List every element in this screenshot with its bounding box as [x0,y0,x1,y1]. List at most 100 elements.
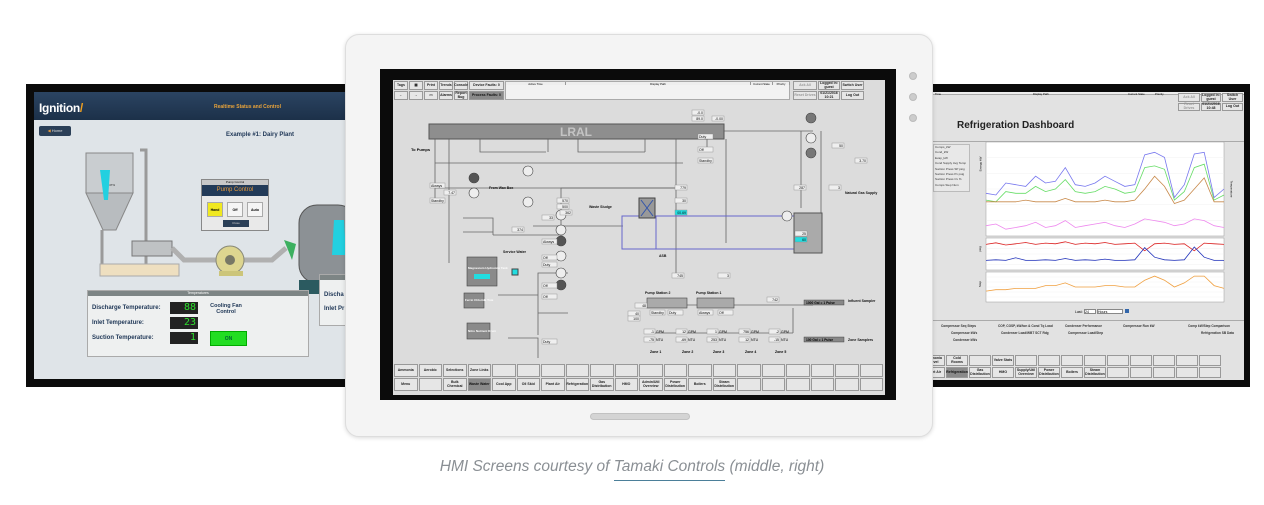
switch-user-button[interactable]: Switch User [841,81,864,90]
mode-box[interactable] [649,309,666,316]
tab-gas-distribution[interactable]: Gas Distribution [969,367,991,378]
mode-box[interactable] [697,146,714,153]
log-out-button[interactable]: Log Out [841,91,864,100]
switch-user-button[interactable]: Switch User [1222,93,1243,102]
tab-empty[interactable] [639,364,663,377]
mode-box[interactable] [429,182,446,189]
tab-empty[interactable] [1015,355,1037,366]
tab-empty[interactable] [737,378,761,391]
tags-button[interactable]: Tags [394,81,408,90]
tab-empty[interactable] [541,364,565,377]
tab-empty[interactable] [1153,355,1175,366]
tab-empty[interactable] [565,364,589,377]
trends-button[interactable]: Trends [439,81,453,90]
tab-cool-app[interactable]: Cool App [492,378,516,391]
tab-empty[interactable] [761,364,785,377]
tab-empty[interactable] [688,364,712,377]
tab-empty[interactable] [663,364,687,377]
report-link[interactable]: COP, COSP, kW/ton & Cond Tq Load [998,324,1053,328]
tab-empty[interactable] [516,364,540,377]
off-button[interactable]: Off [227,202,243,217]
tab-empty[interactable] [1153,367,1175,378]
mode-box[interactable] [541,282,558,289]
alarms-button[interactable]: Alarms [439,91,453,100]
tab-power-distribution[interactable]: Power Distribution [663,378,687,391]
mode-box[interactable] [697,133,714,140]
forward-arrow-button[interactable]: → [409,91,423,100]
tab-plant-air[interactable]: Plant Air [541,378,565,391]
tab-supply-util-overview[interactable]: Supply/Util Overview [1015,367,1037,378]
tab-steam-distribution[interactable]: Steam Distribution [1084,367,1106,378]
legend-item[interactable]: Comps Step Num [935,182,959,187]
tab-empty[interactable] [614,364,638,377]
tab-empty[interactable] [859,378,883,391]
legend-item[interactable]: Cond_kW [935,150,949,155]
tab-empty[interactable] [737,364,761,377]
tab-cold-rooms[interactable]: Cold Rooms [946,355,968,366]
mode-box[interactable] [541,238,558,245]
cooling-fan-toggle[interactable]: ON [210,331,247,346]
calculator-icon[interactable]: ▦ [409,81,423,90]
console-button[interactable]: Console [454,81,468,90]
process-faults-button[interactable]: Process Faults: 0 [469,91,504,100]
report-link[interactable]: Compressor kWs [951,331,978,335]
report-link[interactable]: Comp kW/Step Comparison [1188,324,1230,328]
legend-item[interactable]: Suction Press Pv psig [935,172,965,177]
mode-box[interactable] [541,338,558,345]
ack-all-button[interactable]: Ack All [793,81,817,90]
time-unit-dropdown[interactable]: Hours [1097,309,1123,314]
screen-icon[interactable]: ▭ [424,91,438,100]
tab-selections[interactable]: Selections [443,364,467,377]
tab-power-distribution[interactable]: Power Distribution [1038,367,1060,378]
legend-item[interactable]: Cond Supply Avg Temp [935,161,967,166]
back-arrow-button[interactable]: ← [394,91,408,100]
report-link[interactable]: Condenser kWs [953,338,978,342]
tab-empty[interactable] [786,378,810,391]
tab-bulk-chemical[interactable]: Bulk Chemical [443,378,467,391]
auto-button[interactable]: Auto [247,202,263,217]
mode-box[interactable] [667,309,684,316]
mode-box[interactable] [697,157,714,164]
hand-button[interactable]: Hand [207,202,223,217]
legend-item[interactable]: Comps_kW [935,145,951,149]
tab-refrigeration[interactable]: Refrigeration [565,378,589,391]
tab-empty[interactable] [810,378,834,391]
tab-steam-distribution[interactable]: Steam Distribution [712,378,736,391]
tab-admin-util-overview[interactable]: Admin/Util Overview [639,378,663,391]
report-link[interactable]: Compressor Seq Steps [941,324,977,328]
tab-gas-distribution[interactable]: Gas Distribution [590,378,614,391]
close-button[interactable]: Close [223,220,249,227]
tab-valve-stats[interactable]: Valve Stats [992,355,1014,366]
tab-empty[interactable] [1176,367,1198,378]
report-link[interactable]: Compressor Run kW [1123,324,1155,328]
last-value-spinner[interactable]: 24 [1084,309,1096,314]
tab-empty[interactable] [492,364,516,377]
tab-empty[interactable] [1130,367,1152,378]
reset-drives-button[interactable]: Reset Drives [793,91,817,100]
tab-empty[interactable] [835,364,859,377]
tab-empty[interactable] [1038,355,1060,366]
mode-box[interactable] [717,309,734,316]
tab-empty[interactable] [1199,367,1221,378]
mode-box[interactable] [541,261,558,268]
tab-empty[interactable] [418,378,442,391]
report-link[interactable]: Condenser Performance [1065,324,1103,328]
tab-empty[interactable] [1199,355,1221,366]
report-link[interactable]: Condenser Load/WBT SCT Rdg [1001,331,1049,335]
ack-all-button[interactable]: Ack All [1178,93,1200,102]
tab-boilers[interactable]: Boilers [688,378,712,391]
tab-empty[interactable] [1084,355,1106,366]
tamaki-controls-link[interactable]: Tamaki Controls [613,458,726,481]
tab-empty[interactable] [590,364,614,377]
tab-menu[interactable]: Menu [394,378,418,391]
log-out-button[interactable]: Log Out [1222,103,1243,111]
tab-empty[interactable] [1061,355,1083,366]
tab-refrigeration[interactable]: Refrigeration [946,367,968,378]
alarm-table[interactable]: Active Time Display Path Current State P… [505,81,790,100]
tab-empty[interactable] [1107,367,1129,378]
tab-zone-links[interactable]: Zone Links [467,364,491,377]
tab-empty[interactable] [712,364,736,377]
tab-oil-skid[interactable]: Oil Skid [516,378,540,391]
tab-empty[interactable] [761,378,785,391]
tab-ammonia[interactable]: Ammonia [394,364,418,377]
